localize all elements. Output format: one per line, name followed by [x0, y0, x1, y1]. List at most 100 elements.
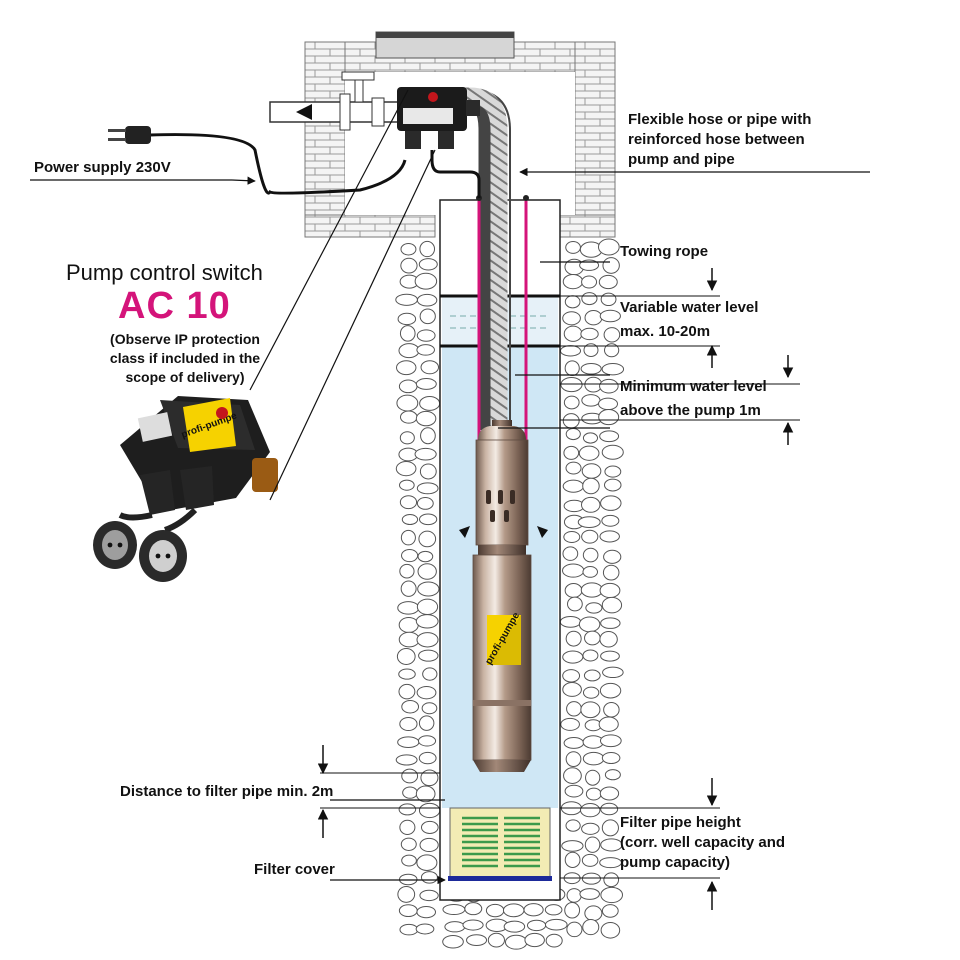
gravel-stone	[420, 871, 438, 884]
variable-level-line-1: Variable water level	[620, 299, 759, 316]
gravel-stone	[420, 769, 439, 787]
gravel-stone	[599, 430, 620, 443]
gravel-stone	[398, 616, 419, 633]
gravel-stone	[565, 819, 581, 832]
gravel-stone	[566, 888, 582, 903]
gravel-stone	[564, 902, 581, 919]
gravel-stone	[419, 308, 436, 325]
gravel-stone	[418, 715, 435, 731]
gravel-stone	[579, 803, 601, 818]
gravel-stone	[400, 837, 417, 851]
gravel-stone	[603, 872, 620, 888]
filter-height-line-2: (corr. well capacity and	[620, 834, 786, 851]
gravel-stone	[419, 463, 437, 480]
gravel-stone	[398, 803, 417, 816]
pump-brand-logo: profi-pumpe	[483, 610, 522, 666]
gravel-stone	[578, 616, 601, 633]
schuko-plug-icon	[93, 521, 137, 569]
gravel-stone	[582, 566, 599, 578]
gravel-stone	[417, 735, 437, 747]
gravel-stone	[563, 445, 580, 460]
gravel-stone	[564, 784, 584, 798]
gravel-stone	[466, 934, 488, 947]
gravel-stone	[599, 378, 619, 394]
gravel-stone	[599, 734, 622, 748]
gravel-stone	[562, 669, 581, 683]
gravel-stone	[415, 378, 437, 390]
gravel-stone	[562, 311, 581, 326]
gravel-stone	[583, 669, 601, 682]
gravel-stone	[416, 598, 439, 616]
intake-arrow-left-icon	[459, 526, 470, 538]
minimum-level-line-2: above the pump 1m	[620, 402, 761, 419]
gravel-stone	[580, 363, 602, 375]
gravel-stone	[602, 666, 624, 679]
gravel-stone	[415, 923, 435, 935]
switch-note-line-3: scope of delivery)	[125, 369, 245, 385]
gravel-stone	[585, 787, 602, 801]
switch-model: AC 10	[118, 285, 231, 327]
gravel-stone	[416, 482, 439, 495]
gravel-stone	[581, 529, 599, 544]
gravel-stone	[603, 701, 620, 718]
gravel-stone	[416, 497, 434, 510]
gravel-stone	[417, 581, 440, 597]
gravel-stone	[600, 650, 620, 662]
gravel-stone	[564, 360, 580, 377]
gravel-stone	[418, 649, 439, 662]
gravel-stone	[416, 632, 439, 648]
gravel-stone	[600, 495, 622, 511]
dimension-ticks	[320, 295, 800, 879]
gravel-stone	[601, 904, 619, 918]
gravel-stone	[561, 840, 584, 852]
gravel-stone	[415, 785, 436, 803]
gravel-stone	[419, 837, 439, 853]
gravel-stone	[564, 851, 581, 869]
gravel-stone	[583, 343, 599, 357]
control-switch-photo: profi-pumpe	[93, 396, 278, 582]
gravel-stone	[577, 516, 601, 528]
gravel-stone	[487, 932, 505, 948]
gravel-stone	[397, 736, 420, 749]
gravel-stone	[599, 857, 622, 869]
gravel-stone	[604, 769, 621, 781]
power-cable	[108, 126, 407, 195]
reset-button-icon	[216, 407, 228, 419]
gravel-stone	[399, 495, 418, 510]
gravel-stone	[598, 716, 619, 732]
gravel-stone	[602, 564, 620, 581]
filter-height-line-1: Filter pipe height	[620, 814, 741, 831]
gravel-stone	[562, 563, 585, 578]
gravel-stone	[399, 819, 416, 835]
gravel-stone	[400, 257, 418, 274]
gravel-stone	[562, 413, 580, 429]
gravel-stone	[416, 854, 438, 871]
gravel-stone	[400, 243, 417, 256]
gravel-stone	[418, 802, 441, 819]
gravel-stone	[600, 838, 623, 852]
gravel-stone	[582, 649, 599, 662]
gravel-stone	[559, 615, 582, 628]
gravel-stone	[580, 582, 604, 598]
flexible-hose-label: Flexible hose or pipe with reinforced ho…	[628, 110, 811, 170]
gravel-stone	[600, 292, 617, 307]
gravel-stone	[397, 312, 417, 326]
gravel-stone	[564, 295, 581, 309]
gravel-stone	[418, 258, 438, 271]
gravel-stone	[397, 601, 420, 615]
gravel-stone	[395, 754, 418, 766]
gravel-stone	[599, 582, 621, 599]
towing-rope-label: Towing rope	[620, 243, 709, 260]
gravel-stone	[601, 444, 624, 460]
gravel-stone	[562, 273, 584, 290]
gravel-stone	[601, 819, 619, 837]
gravel-stone	[604, 465, 622, 478]
gravel-stone	[464, 902, 483, 916]
gravel-stone	[604, 343, 620, 358]
gravel-stone	[559, 345, 582, 357]
gravel-stone	[584, 836, 601, 853]
gravel-stone	[582, 918, 600, 936]
minimum-water-level-label: Minimum water level above the pump 1m	[620, 377, 767, 421]
gravel-stone	[585, 602, 603, 614]
gravel-stone	[582, 751, 605, 766]
